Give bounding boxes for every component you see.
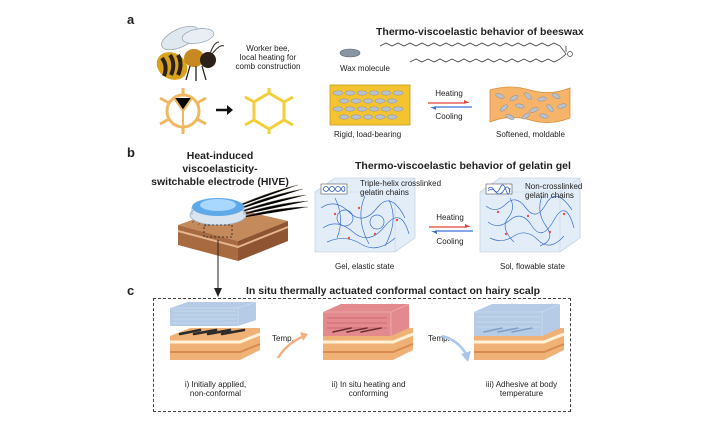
non-crosslinked-label: Non-crosslinked gelatin chains: [525, 182, 583, 201]
temp-label-1: Temp.: [272, 334, 294, 343]
gel-block: [314, 177, 416, 253]
rigid-label: Rigid, load-bearing: [334, 130, 402, 139]
panel-a-title: Thermo-viscoelastic behavior of beeswax: [376, 26, 584, 38]
honeycomb-initial: [159, 88, 207, 134]
hive-device-illustration: [177, 184, 309, 261]
bee-illustration: [156, 25, 225, 81]
step3-illustration: [474, 303, 565, 360]
step1-illustration: [170, 301, 261, 360]
temperature-increase-arrow: [276, 332, 308, 359]
panel-c-dashed-frame: [153, 298, 571, 412]
panel-c-title: In situ thermally actuated conformal con…: [246, 285, 541, 297]
step2-illustration: [323, 303, 414, 360]
panel-a-letter: a: [127, 12, 135, 27]
rigid-wax-block: [329, 84, 411, 126]
temp-label-2: Temp.: [428, 334, 450, 343]
down-arrow-icon: [214, 240, 222, 297]
triple-helix-label: Triple-helix crosslinked gelatin chains: [360, 179, 442, 198]
sol-block: [479, 177, 581, 253]
bee-caption: Worker bee, local heating for comb const…: [235, 44, 301, 72]
cooling-label-b: Cooling: [436, 237, 464, 246]
cooling-label-a: Cooling: [435, 112, 463, 121]
panel-b-letter: b: [127, 145, 135, 160]
step3-caption: iii) Adhesive at body temperature: [485, 380, 558, 399]
arrow-right-icon: [216, 105, 233, 115]
temperature-decrease-arrow: [441, 334, 471, 362]
softened-label: Softened, moldable: [496, 130, 565, 139]
heating-cooling-arrows-a: [428, 100, 472, 110]
wax-molecule-label: Wax molecule: [340, 64, 390, 73]
panel-b-title: Thermo-viscoelastic behavior of gelatin …: [355, 160, 571, 172]
wax-molecule-icon: [339, 48, 361, 58]
heating-label-a: Heating: [435, 89, 463, 98]
softened-wax-block: [489, 86, 571, 123]
wax-molecule-structure: [379, 42, 573, 63]
step1-caption: i) Initially applied, non-conformal: [184, 380, 247, 399]
heating-cooling-arrows-b: [429, 224, 473, 234]
hive-title: Heat-induced viscoelasticity- switchable…: [151, 150, 289, 189]
gel-state-label: Gel, elastic state: [335, 262, 395, 271]
heating-label-b: Heating: [436, 213, 464, 222]
panel-c-letter: c: [127, 283, 135, 298]
honeycomb-hexagonal: [244, 88, 294, 134]
sol-state-label: Sol, flowable state: [500, 262, 565, 271]
step2-caption: ii) In situ heating and conforming: [331, 380, 406, 399]
